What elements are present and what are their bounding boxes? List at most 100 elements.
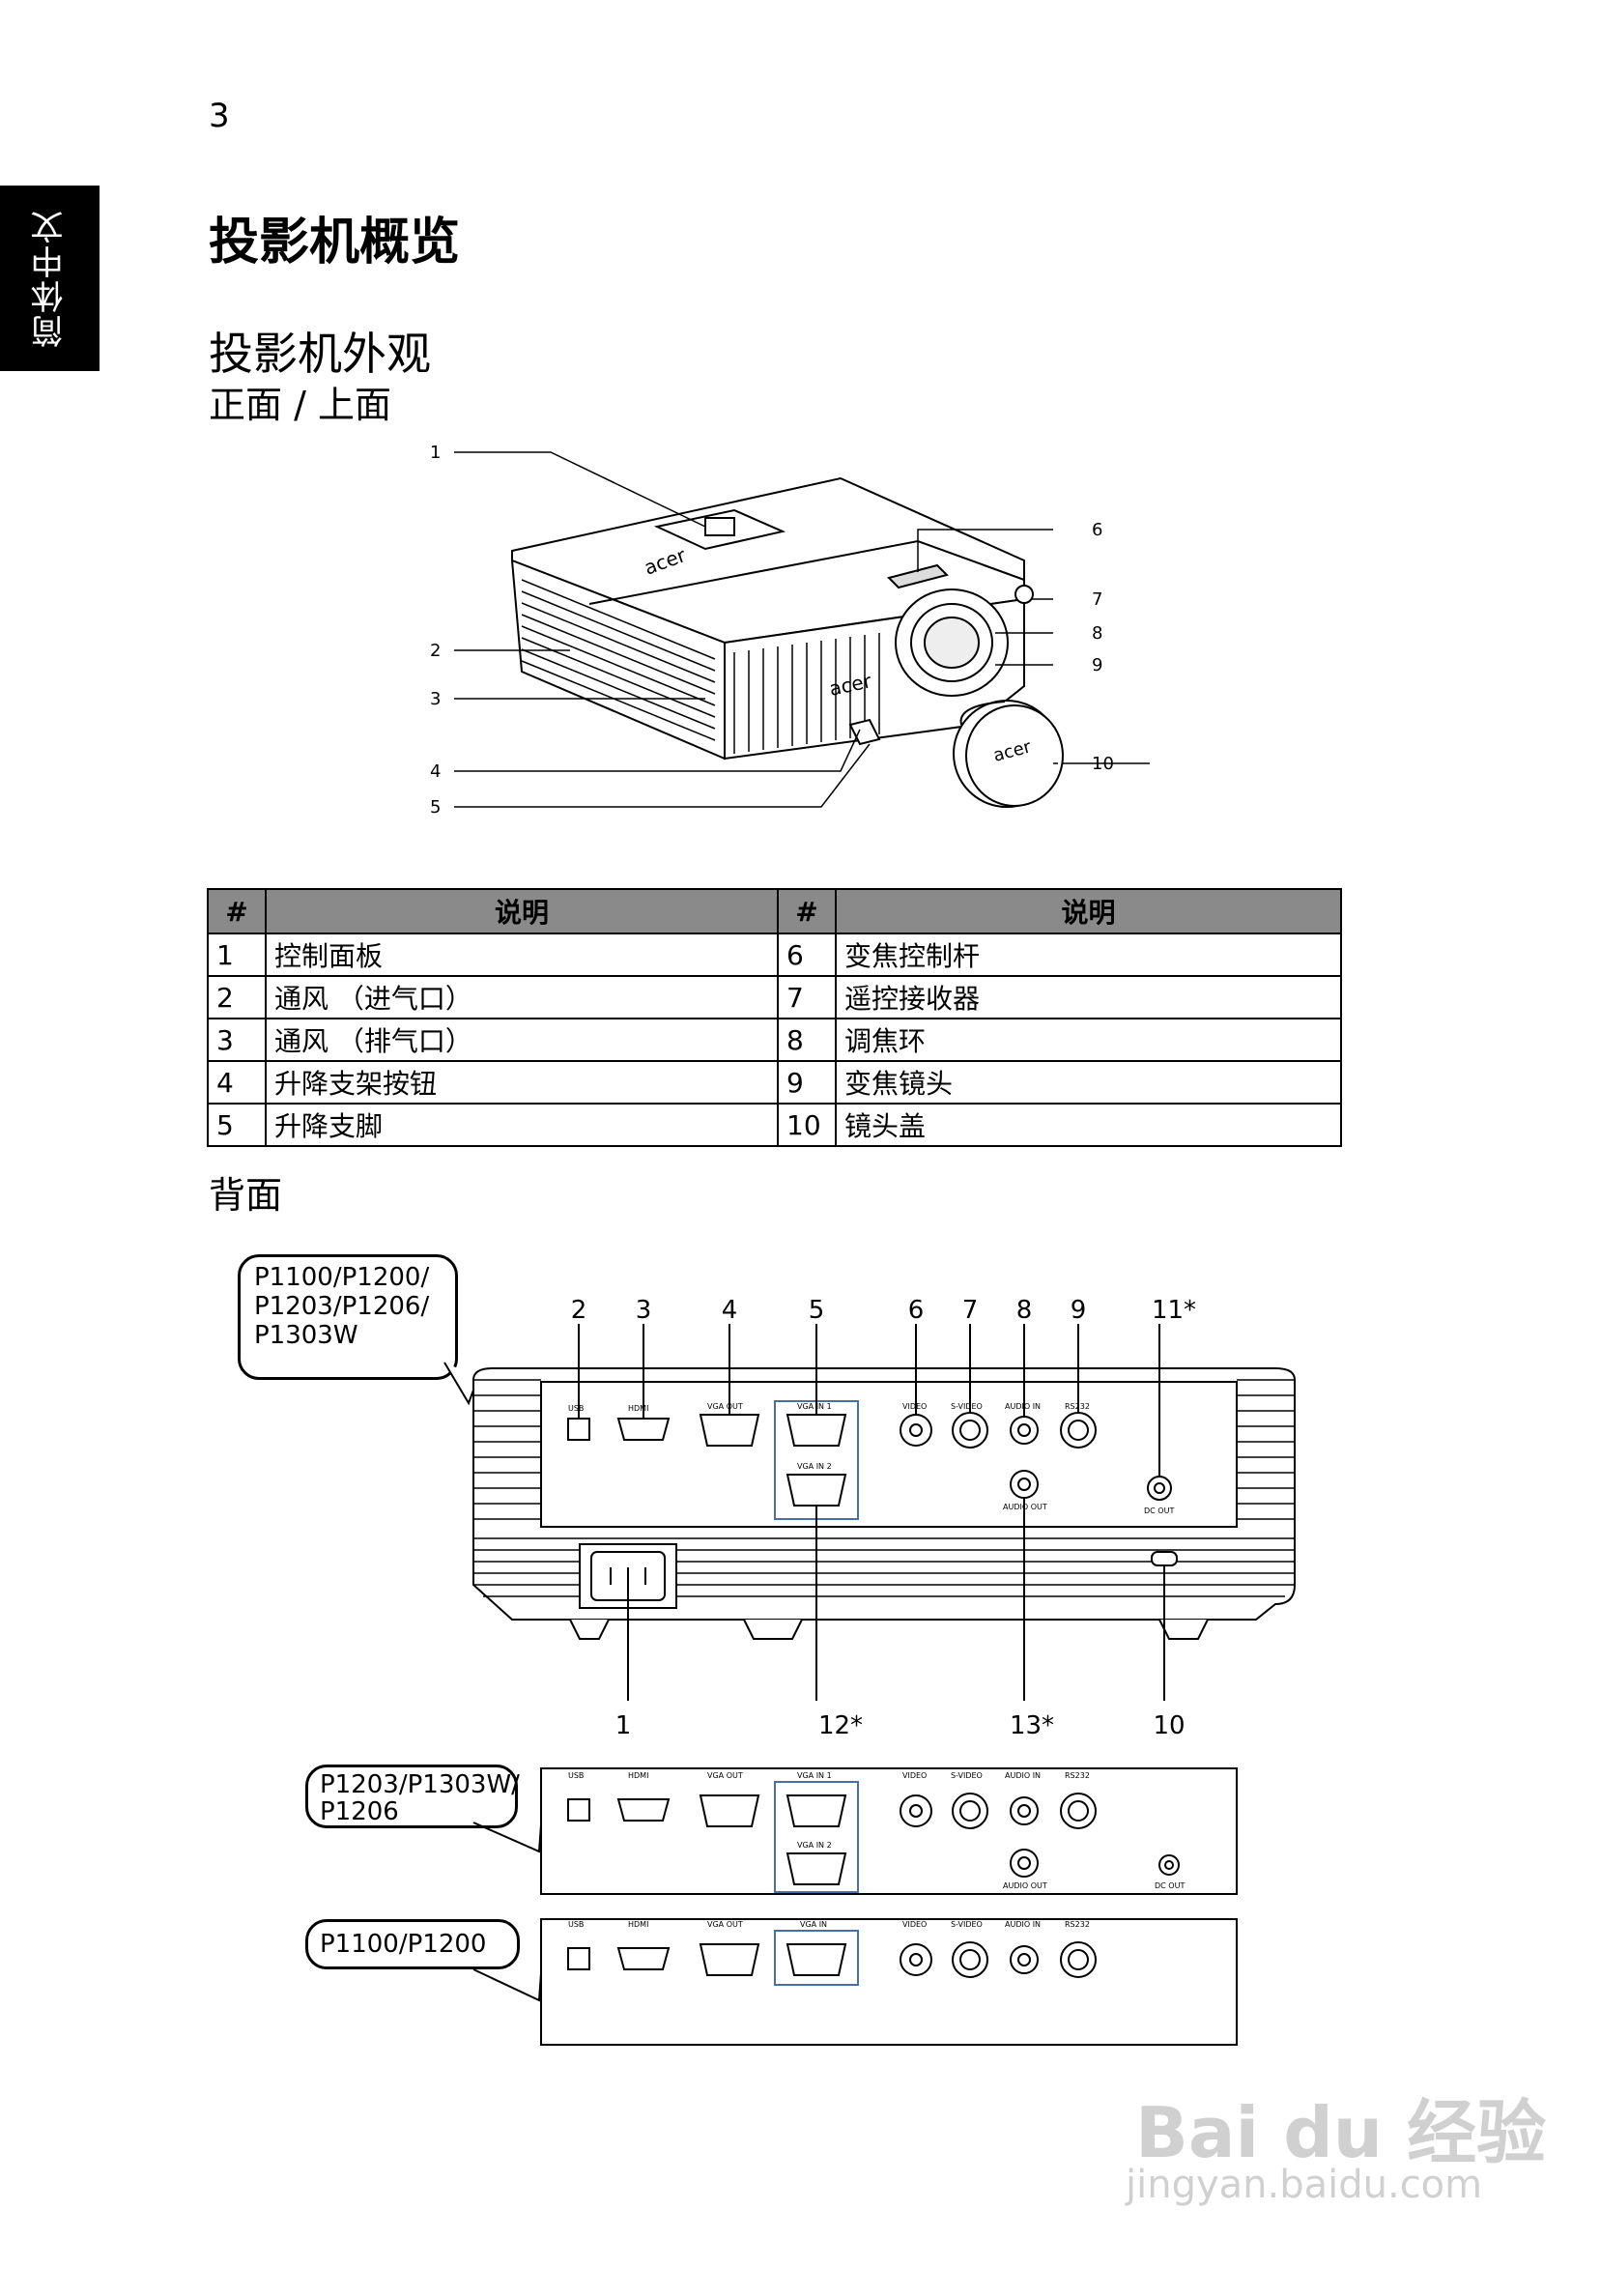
- cell-desc: 升降支架按钮: [265, 1060, 779, 1105]
- cell-num: 9: [777, 1060, 837, 1105]
- port-label-vga-in-2: VGA IN 2: [797, 1841, 832, 1850]
- cell-desc: 遥控接收器: [835, 975, 1342, 1019]
- model-line: P1203/P1206/: [254, 1292, 430, 1321]
- page-title: 投影机概览: [209, 214, 461, 272]
- col-num-2: #: [777, 888, 837, 934]
- front-callout-2: 2: [430, 641, 441, 661]
- cell-num: 4: [207, 1060, 267, 1105]
- port-label-dc-out: DC OUT: [1155, 1881, 1185, 1890]
- cell-num: 10: [777, 1103, 837, 1147]
- port-label-hdmi: HDMI: [628, 1404, 648, 1413]
- port-label-hdmi: HDMI: [628, 1920, 648, 1929]
- col-num-1: #: [207, 888, 267, 934]
- port-label-vga-in-2: VGA IN 2: [797, 1462, 832, 1471]
- rear-heading: 背面: [209, 1174, 283, 1217]
- watermark-brand: Bai du 经验: [1135, 2092, 1547, 2173]
- language-tab: 简体中文: [0, 186, 100, 371]
- front-callout-5: 5: [430, 797, 441, 818]
- front-callout-3: 3: [430, 689, 441, 709]
- port-label-rs232: RS232: [1065, 1920, 1090, 1929]
- port-label-s-video: S-VIDEO: [951, 1771, 983, 1780]
- rear-callout-10: 10: [1153, 1711, 1185, 1740]
- rear-panel-variant-3: USB HDMI VGA OUT VGA IN VIDEO S-VIDEO AU…: [472, 1918, 1238, 2046]
- port-label-audio-out: AUDIO OUT: [1003, 1881, 1047, 1890]
- model-line: P1100/P1200/: [254, 1263, 430, 1292]
- col-desc-2: 说明: [835, 888, 1342, 934]
- model-line: P1206: [320, 1797, 399, 1826]
- table-row: 4 升降支架按钮 9 变焦镜头: [207, 1060, 1342, 1105]
- page-number: 3: [209, 97, 230, 135]
- cell-num: 1: [207, 933, 267, 977]
- front-callout-8: 8: [1092, 623, 1102, 644]
- cell-num: 3: [207, 1018, 267, 1062]
- front-callout-1: 1: [430, 443, 441, 463]
- cell-num: 7: [777, 975, 837, 1019]
- model-line: P1203/P1303W/: [320, 1770, 520, 1799]
- front-callout-4: 4: [430, 761, 441, 782]
- cell-desc: 升降支脚: [265, 1103, 779, 1147]
- watermark-url: jingyan.baidu.com: [1126, 2163, 1483, 2207]
- model-bubble-1: P1100/P1200/ P1203/P1206/ P1303W: [238, 1254, 458, 1380]
- port-label-dc-out: DC OUT: [1144, 1507, 1174, 1515]
- port-label-usb: USB: [568, 1404, 584, 1413]
- port-label-vga-out: VGA OUT: [707, 1402, 743, 1411]
- port-label-usb: USB: [568, 1771, 584, 1780]
- table-row: 5 升降支脚 10 镜头盖: [207, 1103, 1342, 1147]
- table-row: 1 控制面板 6 变焦控制杆: [207, 933, 1342, 977]
- rear-callout-1: 1: [615, 1711, 632, 1740]
- model-line: P1100/P1200: [320, 1930, 487, 1959]
- cell-num: 6: [777, 933, 837, 977]
- port-label-rs232: RS232: [1065, 1402, 1090, 1411]
- rear-callout-7: 7: [962, 1296, 979, 1325]
- port-label-audio-out: AUDIO OUT: [1003, 1503, 1047, 1511]
- port-label-vga-in-1: VGA IN 1: [797, 1771, 832, 1780]
- rear-callout-11: 11*: [1152, 1296, 1196, 1325]
- front-projector-diagram: acer acer acer 1 2 3 4 5 6 7 8 9 10: [430, 443, 1150, 818]
- cell-desc: 控制面板: [265, 933, 779, 977]
- cell-desc: 调焦环: [835, 1018, 1342, 1062]
- port-label-s-video: S-VIDEO: [951, 1920, 983, 1929]
- rear-callout-3: 3: [636, 1296, 652, 1325]
- port-label-video: VIDEO: [902, 1402, 927, 1411]
- port-label-audio-in: AUDIO IN: [1005, 1771, 1041, 1780]
- cell-num: 5: [207, 1103, 267, 1147]
- rear-callout-4: 4: [722, 1296, 738, 1325]
- table-row: 3 通风 （排气口） 8 调焦环: [207, 1018, 1342, 1062]
- front-callout-7: 7: [1092, 589, 1102, 610]
- model-bubble-3: P1100/P1200: [305, 1919, 520, 1969]
- rear-callout-2: 2: [571, 1296, 587, 1325]
- front-callout-10: 10: [1092, 754, 1114, 774]
- rear-callout-8: 8: [1016, 1296, 1033, 1325]
- cell-desc: 镜头盖: [835, 1103, 1342, 1147]
- rear-callout-6: 6: [908, 1296, 925, 1325]
- rear-callout-9: 9: [1071, 1296, 1087, 1325]
- cell-desc: 通风 （进气口）: [265, 975, 779, 1019]
- parts-table: # 说明 # 说明 1 控制面板 6 变焦控制杆 2 通风 （进气口） 7 遥控…: [207, 888, 1342, 1147]
- port-label-rs232: RS232: [1065, 1771, 1090, 1780]
- table-row: 2 通风 （进气口） 7 遥控接收器: [207, 975, 1342, 1019]
- rear-panel-diagram: USB HDMI VGA OUT VGA IN 1 VIDEO S-VIDEO …: [443, 1296, 1296, 1740]
- cell-desc: 变焦控制杆: [835, 933, 1342, 977]
- port-label-audio-in: AUDIO IN: [1005, 1402, 1041, 1411]
- table-header-row: # 说明 # 说明: [207, 888, 1342, 934]
- port-label-hdmi: HDMI: [628, 1771, 648, 1780]
- port-label-vga-out: VGA OUT: [707, 1771, 743, 1780]
- rear-callout-13: 13*: [1010, 1711, 1054, 1740]
- port-label-s-video: S-VIDEO: [951, 1402, 983, 1411]
- rear-callout-12: 12*: [818, 1711, 863, 1740]
- language-tab-label: 简体中文: [31, 209, 70, 348]
- port-label-vga-out: VGA OUT: [707, 1920, 743, 1929]
- port-label-audio-in: AUDIO IN: [1005, 1920, 1041, 1929]
- model-line: P1303W: [254, 1321, 358, 1350]
- front-callout-9: 9: [1092, 655, 1102, 675]
- front-top-heading: 正面 / 上面: [209, 384, 391, 426]
- port-label-video: VIDEO: [902, 1920, 927, 1929]
- section-title: 投影机外观: [209, 328, 431, 380]
- rear-panel-variant-2: USB HDMI VGA OUT VGA IN 1 VIDEO S-VIDEO …: [472, 1767, 1238, 1895]
- rear-callout-5: 5: [809, 1296, 825, 1325]
- front-callout-6: 6: [1092, 520, 1102, 540]
- port-label-vga-in: VGA IN: [800, 1920, 827, 1929]
- cell-desc: 变焦镜头: [835, 1060, 1342, 1105]
- col-desc-1: 说明: [265, 888, 779, 934]
- cell-desc: 通风 （排气口）: [265, 1018, 779, 1062]
